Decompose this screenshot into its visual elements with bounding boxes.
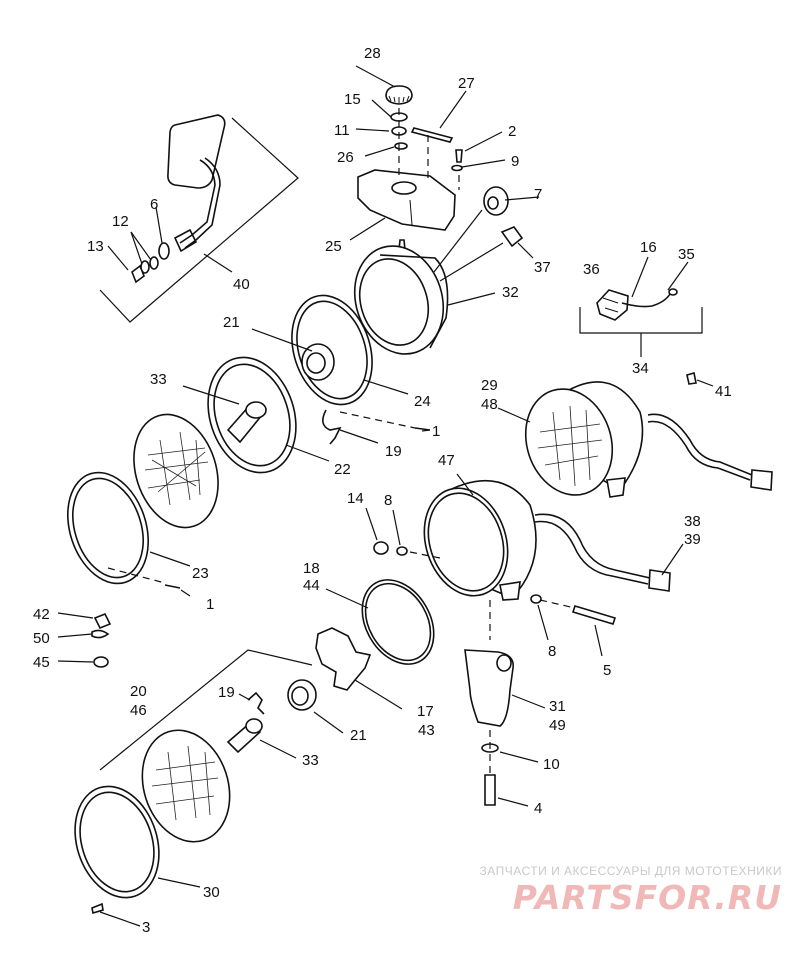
callout-16: 16 — [640, 239, 657, 256]
mirror-assembly — [99, 114, 299, 323]
callout-44: 44 — [303, 577, 320, 594]
mount-bracket-31-49 — [464, 649, 546, 807]
callout-14: 14 — [347, 490, 364, 507]
callout-20: 20 — [130, 683, 147, 700]
callout-23: 23 — [192, 565, 209, 582]
callout-46: 46 — [130, 702, 147, 719]
callout-10: 10 — [543, 756, 560, 773]
callout-19b: 19 — [218, 684, 235, 701]
callout-1b: 1 — [206, 596, 214, 613]
headlamp-assembly-upper — [66, 294, 431, 597]
callout-45: 45 — [33, 654, 50, 671]
watermark: ЗАПЧАСТИ И АКСЕССУАРЫ ДЛЯ МОТОТЕХНИКИ PA… — [480, 864, 782, 917]
callout-labels: 28 27 15 11 2 26 9 7 6 12 25 13 16 35 37… — [33, 45, 732, 936]
callout-50: 50 — [33, 630, 50, 647]
callout-48: 48 — [481, 396, 498, 413]
callout-24: 24 — [414, 393, 431, 410]
spotlamp-29-48 — [497, 381, 773, 498]
callout-7: 7 — [534, 186, 542, 203]
callout-8b: 8 — [548, 643, 556, 660]
watermark-tagline: ЗАПЧАСТИ И АКСЕССУАРЫ ДЛЯ МОТОТЕХНИКИ — [479, 864, 782, 878]
callout-5: 5 — [603, 662, 611, 679]
callout-25: 25 — [325, 238, 342, 255]
callout-26: 26 — [337, 149, 354, 166]
callout-21a: 21 — [223, 314, 240, 331]
callout-30: 30 — [203, 884, 220, 901]
callout-18: 18 — [303, 560, 320, 577]
callout-31: 31 — [549, 698, 566, 715]
callout-11: 11 — [334, 122, 350, 139]
watermark-logo: PARTSFOR.RU — [512, 878, 782, 917]
callout-6: 6 — [150, 196, 158, 213]
callout-28: 28 — [364, 45, 381, 62]
callout-49: 49 — [549, 717, 566, 734]
switch-kit-34 — [579, 256, 714, 387]
callout-39: 39 — [684, 531, 701, 548]
callout-22: 22 — [334, 461, 351, 478]
callout-9: 9 — [511, 153, 519, 170]
callout-34: 34 — [632, 360, 649, 377]
headlamp-assembly-lower — [74, 579, 435, 927]
small-parts-left — [57, 612, 112, 668]
callout-35: 35 — [678, 246, 695, 263]
callout-38: 38 — [684, 513, 701, 530]
callout-13: 13 — [87, 238, 104, 255]
callout-42: 42 — [33, 606, 50, 623]
callout-1a: 1 — [432, 423, 440, 440]
callout-21b: 21 — [350, 727, 367, 744]
callout-47: 47 — [438, 452, 455, 469]
callout-40: 40 — [233, 276, 250, 293]
callout-8a: 8 — [384, 492, 392, 509]
callout-36: 36 — [583, 261, 600, 278]
callout-19a: 19 — [385, 443, 402, 460]
callout-43: 43 — [418, 722, 435, 739]
callout-17: 17 — [417, 703, 434, 720]
spotlamp-47 — [365, 473, 684, 657]
callout-32: 32 — [502, 284, 519, 301]
callout-27: 27 — [458, 75, 475, 92]
callout-4: 4 — [534, 800, 542, 817]
callout-41: 41 — [715, 383, 732, 400]
callout-29: 29 — [481, 377, 498, 394]
callout-15: 15 — [344, 91, 361, 108]
callout-2: 2 — [508, 123, 516, 140]
housing-32 — [353, 186, 540, 355]
top-mount-stack — [349, 65, 506, 241]
callout-33a: 33 — [150, 371, 167, 388]
callout-37: 37 — [534, 259, 551, 276]
callout-33b: 33 — [302, 752, 319, 769]
callout-12: 12 — [112, 213, 129, 230]
callout-3: 3 — [142, 919, 150, 936]
